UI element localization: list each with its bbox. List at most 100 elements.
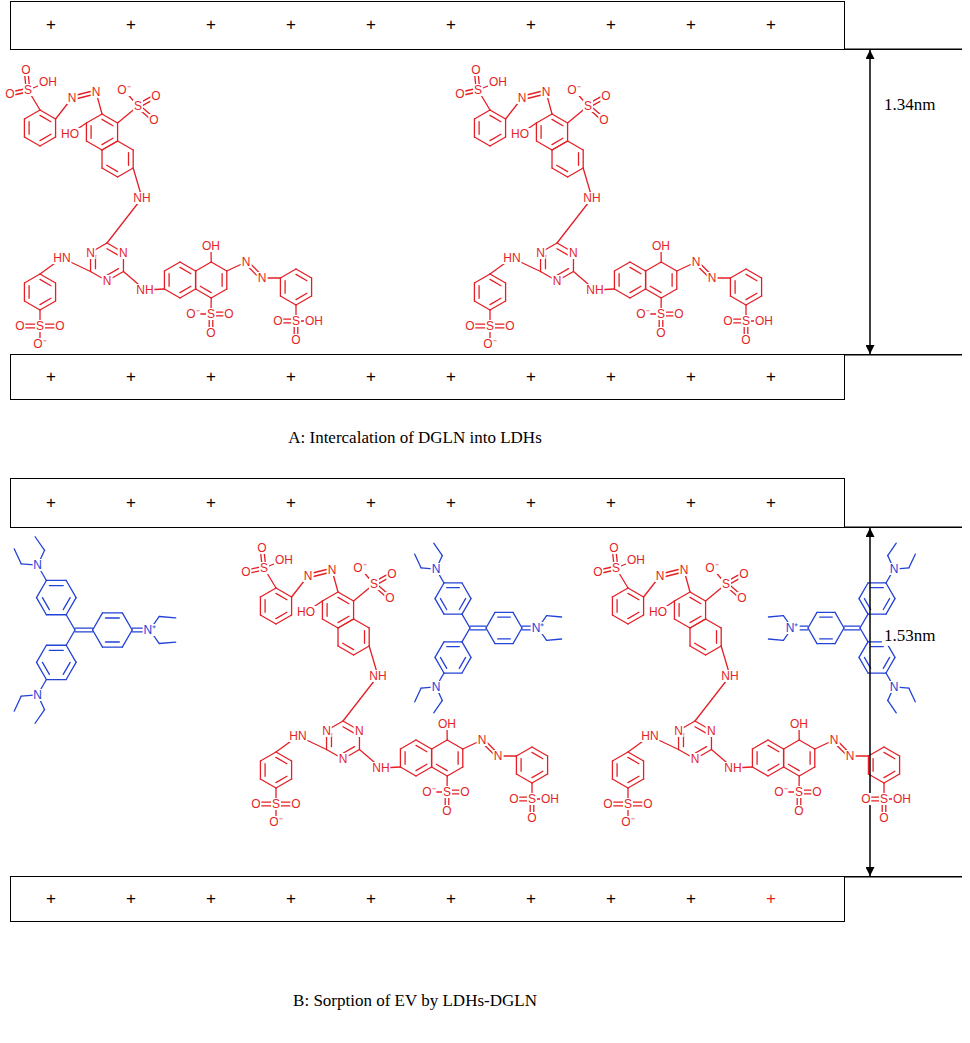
atom-symbol: N <box>674 724 683 738</box>
charge-sign: + <box>251 368 331 387</box>
atom-label: O <box>811 786 822 798</box>
bond-line <box>859 599 868 615</box>
bond-line <box>49 585 63 586</box>
caption: A: Intercalation of DGLN into LDHs <box>288 428 542 448</box>
bond-line <box>690 616 701 622</box>
atom-symbol: NH <box>586 283 603 297</box>
bond-line <box>159 616 175 617</box>
bond-line <box>364 631 365 644</box>
atom-label: N <box>552 275 563 287</box>
charge-sign: + <box>251 890 331 909</box>
atom-label: OH <box>651 240 671 252</box>
bond-line <box>628 757 639 763</box>
atom-label: NH <box>585 284 604 296</box>
atom-label: O <box>600 90 611 102</box>
atom-symbol: O <box>149 113 158 127</box>
atom-label: NH <box>135 284 154 296</box>
bond-line <box>614 271 615 289</box>
bond-line <box>490 110 506 119</box>
atom-label: OH <box>540 793 560 805</box>
atom-label: O <box>250 798 261 810</box>
bond-line <box>630 262 646 271</box>
atom-label: OH <box>789 718 809 730</box>
atom-symbol: OH <box>275 553 293 567</box>
bond-line <box>404 752 405 765</box>
bond-line <box>883 599 889 610</box>
charge-sign: + <box>91 890 171 909</box>
bond-line <box>783 749 784 767</box>
bond-line <box>369 628 370 646</box>
bond-line <box>690 597 701 603</box>
atom-symbol: O⁻ <box>636 307 649 321</box>
atom-label: O <box>504 320 515 332</box>
charge-sign: + <box>91 494 171 513</box>
charge-sign: + <box>491 16 571 35</box>
bond-line <box>628 615 644 624</box>
bond-line <box>909 554 915 568</box>
bond-line <box>276 779 292 788</box>
atom-symbol: S <box>742 314 750 328</box>
bond-line <box>630 267 641 273</box>
bond-line <box>40 274 56 283</box>
atom-label: N <box>889 681 900 693</box>
charge-sign: + <box>731 890 811 909</box>
bond-line <box>296 293 307 299</box>
bond-line <box>40 279 51 285</box>
atom-symbol: O <box>739 567 748 581</box>
bond-line <box>490 115 501 121</box>
bond-line <box>168 274 169 287</box>
bond-line <box>276 615 292 624</box>
bond-line <box>35 537 44 551</box>
bond-line <box>690 646 706 655</box>
bond-line <box>291 761 292 779</box>
atom-label: N <box>690 753 701 765</box>
atom-label: N <box>257 272 268 284</box>
bond-line <box>416 745 427 751</box>
bond-line <box>716 631 717 644</box>
bond-line <box>459 657 465 668</box>
bond-line <box>578 153 579 166</box>
bond-line <box>24 119 25 137</box>
dgln-molecule <box>246 548 550 822</box>
bond-line <box>884 771 895 777</box>
atom-symbol: O <box>609 541 618 555</box>
bond-line <box>568 141 584 150</box>
bond-line <box>630 286 641 292</box>
atom-symbol: S <box>207 307 215 321</box>
bond-line <box>799 767 815 776</box>
bond-line <box>343 643 354 649</box>
atom-symbol: S <box>272 797 280 811</box>
bond-line <box>444 613 462 614</box>
atom-symbol: N <box>68 91 77 105</box>
bond-line <box>552 141 568 150</box>
bond-line <box>432 767 448 776</box>
atom-symbol: O⁻ <box>422 785 435 799</box>
charge-sign: + <box>11 368 91 387</box>
bond-line <box>661 262 677 271</box>
atom-label: N <box>354 725 365 737</box>
atom-symbol: O⁻ <box>186 307 199 321</box>
atom-label: S <box>611 562 621 574</box>
atom-label: O <box>256 542 267 554</box>
atom-symbol: S <box>260 561 268 575</box>
bond-line <box>674 601 675 619</box>
charge-sign: + <box>491 368 571 387</box>
atom-symbol: O <box>656 326 665 340</box>
bond-line <box>695 643 706 649</box>
atom-symbol: NH <box>724 761 741 775</box>
bond-line <box>55 283 56 301</box>
bond-line <box>447 587 460 588</box>
bond-line <box>646 289 662 298</box>
atom-symbol: O <box>674 307 683 321</box>
ev-molecule <box>415 543 562 713</box>
bond-line <box>264 764 265 777</box>
atom-symbol: OH <box>39 75 57 89</box>
atom-symbol: O <box>593 565 602 579</box>
bond-line <box>46 645 66 646</box>
atom-symbol: O <box>527 811 536 825</box>
bond-line <box>459 599 465 610</box>
atom-label: S <box>656 308 666 320</box>
bond-line <box>432 740 448 749</box>
atom-label: O <box>290 334 301 346</box>
atom-label: N <box>85 247 96 259</box>
